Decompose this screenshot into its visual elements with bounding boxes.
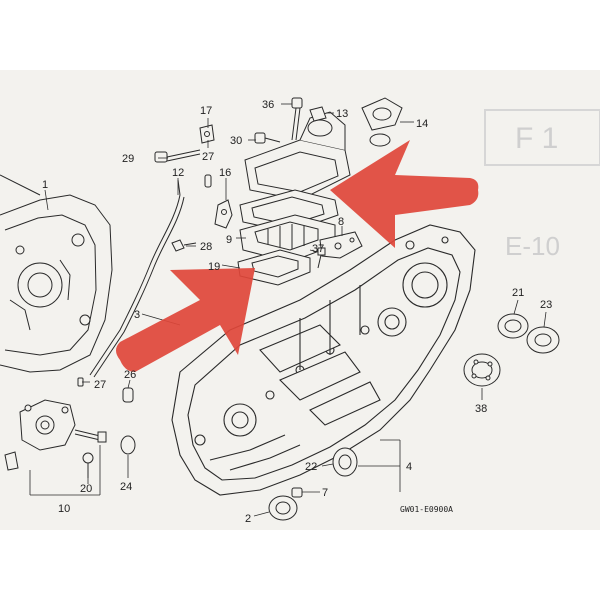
gasket-19-part <box>237 249 311 286</box>
clip-13-part <box>309 106 327 122</box>
callout-9: 9 <box>226 234 232 246</box>
top-margin <box>0 0 600 70</box>
bolt-36-part <box>291 97 303 141</box>
callout-3: 3 <box>134 309 140 321</box>
callout-14: 14 <box>416 118 428 130</box>
washer-24-part <box>120 435 136 455</box>
background-ghost-marks: F 1 E-10 <box>484 109 600 261</box>
callout-24: 24 <box>120 481 132 493</box>
crankcase-part <box>171 224 476 496</box>
red-annotations <box>116 140 479 372</box>
callout-19: 19 <box>208 261 220 273</box>
callout-7: 7 <box>322 487 328 499</box>
bolt-20-part <box>82 452 94 478</box>
intake-manifold-part <box>244 111 351 201</box>
flange-14-part <box>361 97 403 131</box>
oil-pump-part <box>4 399 107 471</box>
bolt-28-part <box>171 239 197 252</box>
callout-16: 16 <box>219 167 231 179</box>
bearing-38-part <box>463 353 501 387</box>
bolt-30-part <box>254 132 281 144</box>
callout-10: 10 <box>58 503 70 515</box>
drawing-code: GW01-E0900A <box>400 505 453 514</box>
callout-28: 28 <box>200 241 212 253</box>
bottom-margin <box>0 530 600 600</box>
red-arrow-left <box>116 268 255 372</box>
callout-23: 23 <box>540 299 552 311</box>
callout-27-lower: 27 <box>94 379 106 391</box>
callout-22: 22 <box>305 461 317 473</box>
callout-29: 29 <box>122 153 134 165</box>
seal-2-part <box>268 495 298 521</box>
left-cover-part <box>0 174 113 373</box>
callout-36: 36 <box>262 99 274 111</box>
callout-13: 13 <box>336 108 348 120</box>
callout-labels: 1 2 3 4 7 8 9 10 12 13 14 16 17 19 20 21… <box>42 99 552 525</box>
pin-7-part <box>291 487 303 498</box>
callout-37: 37 <box>312 243 324 255</box>
red-arrow-right <box>330 140 479 248</box>
callout-27-upper: 27 <box>202 151 214 163</box>
bearing-23-part <box>526 326 560 354</box>
callout-30: 30 <box>230 135 242 147</box>
ghost-tab-outline <box>484 109 600 166</box>
leader-lines <box>29 103 547 517</box>
callout-20: 20 <box>80 483 92 495</box>
clip-17-part <box>199 124 215 188</box>
callout-12: 12 <box>172 167 184 179</box>
callout-1: 1 <box>42 179 48 191</box>
callout-38: 38 <box>475 403 487 415</box>
bolt-37-part <box>317 247 326 269</box>
ghost-code-text: E-10 <box>505 231 560 261</box>
callout-2: 2 <box>245 513 251 525</box>
callout-26: 26 <box>124 369 136 381</box>
bracket-16-part <box>214 199 233 229</box>
oring-part <box>369 133 391 147</box>
pin-26-part <box>122 387 134 403</box>
ghost-tab-text: F 1 <box>515 122 558 155</box>
seal-22-part <box>332 447 358 477</box>
bearing-21-part <box>497 313 529 339</box>
callout-4: 4 <box>406 461 412 473</box>
callout-8: 8 <box>338 216 344 228</box>
callout-17: 17 <box>200 105 212 117</box>
callout-21: 21 <box>512 287 524 299</box>
bolt-29-part <box>154 149 201 163</box>
